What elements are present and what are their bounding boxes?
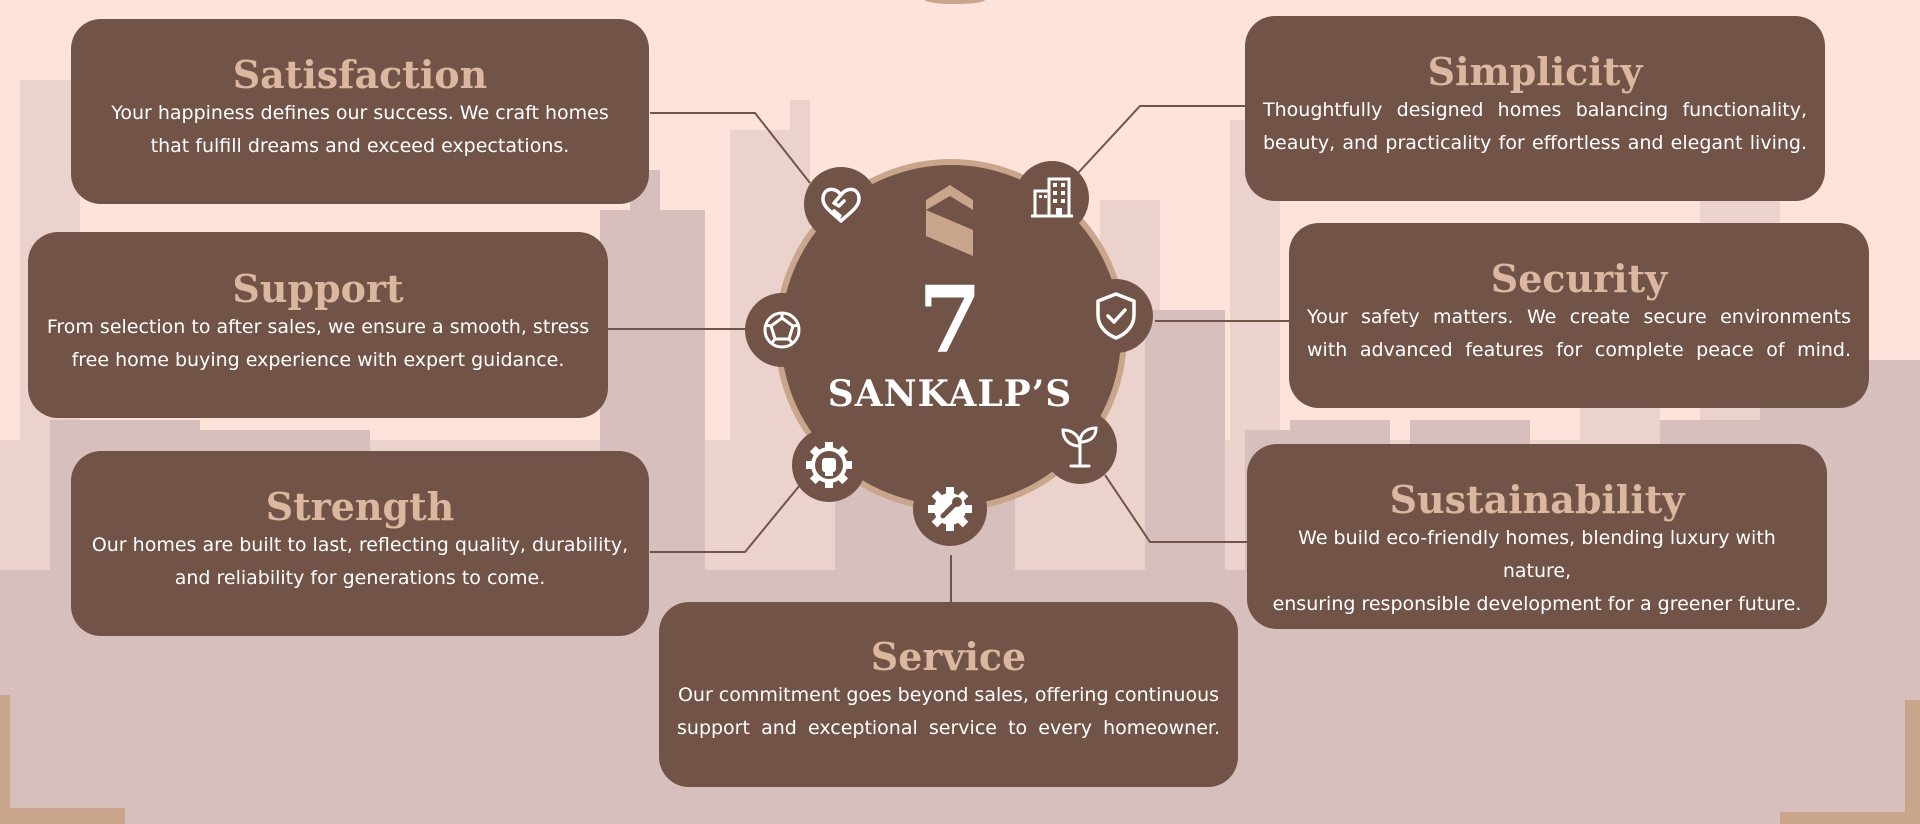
icon-badge-strength (792, 428, 866, 502)
icon-badge-sustainability (1043, 410, 1117, 484)
card-description-line: Thoughtfully designed homes balancing fu… (1263, 99, 1807, 121)
card-description-line: free home buying experience with expert … (71, 349, 565, 371)
card-description-line: support and exceptional service to every… (677, 717, 1220, 739)
building-icon (1031, 177, 1073, 218)
card-description-line: Your safety matters. We create secure en… (1307, 306, 1851, 328)
card-title: Security (1490, 256, 1668, 301)
logo-mark-icon (926, 185, 973, 256)
card-title: Simplicity (1427, 49, 1643, 94)
hub-title: SANKALP’S (827, 373, 1073, 415)
card-title: Service (870, 634, 1027, 679)
gear-wrench-icon (928, 487, 972, 531)
card-support: Support From selection to after sales, w… (28, 232, 608, 418)
card-description-line: From selection to after sales, we ensure… (46, 316, 590, 338)
icon-badge-satisfaction (804, 167, 878, 241)
card-description-line: with advanced features for complete peac… (1307, 339, 1851, 361)
card-title: Sustainability (1389, 477, 1685, 522)
icon-badge-simplicity (1015, 161, 1089, 235)
hub-number: 7 (917, 266, 982, 374)
connector-simplicity (1077, 105, 1245, 174)
connector-strength (650, 484, 801, 553)
card-simplicity: Simplicity Thoughtfully designed homes b… (1245, 16, 1825, 201)
card-satisfaction: Satisfaction Your happiness defines our … (71, 19, 649, 204)
card-description-line: ensuring responsible development for a g… (1272, 593, 1802, 615)
icon-badge-support (745, 293, 819, 367)
card-description-line: Your happiness defines our success. We c… (111, 102, 609, 124)
card-title: Strength (265, 484, 455, 529)
card-description-line: Our commitment goes beyond sales, offeri… (677, 684, 1220, 706)
card-title: Support (232, 266, 404, 311)
gear-fist-icon (806, 442, 852, 488)
connector-satisfaction (650, 112, 811, 184)
card-strength: Strength Our homes are built to last, re… (71, 451, 649, 636)
card-description-line: We build eco-friendly homes, blending lu… (1298, 527, 1776, 582)
handshake-icon (821, 187, 861, 223)
card-description-line: Our homes are built to last, reflecting … (91, 534, 629, 556)
card-description-line: that fulfill dreams and exceed expectati… (150, 135, 570, 157)
card-description-line: beauty, and practicality for effortless … (1263, 132, 1807, 154)
icon-badge-security (1079, 279, 1153, 353)
icon-badge-service (913, 472, 987, 546)
shield-check-icon (1096, 292, 1136, 340)
card-sustainability: Sustainability We build eco-friendly hom… (1247, 444, 1827, 629)
card-title: Satisfaction (232, 52, 488, 97)
sprout-icon (1061, 426, 1098, 468)
card-security: Security Your safety matters. We create … (1289, 223, 1869, 408)
card-description-line: and reliability for generations to come. (174, 567, 546, 589)
connector-sustainability (1104, 474, 1247, 543)
network-icon (763, 311, 801, 349)
card-service: Service Our commitment goes beyond sales… (659, 602, 1238, 787)
